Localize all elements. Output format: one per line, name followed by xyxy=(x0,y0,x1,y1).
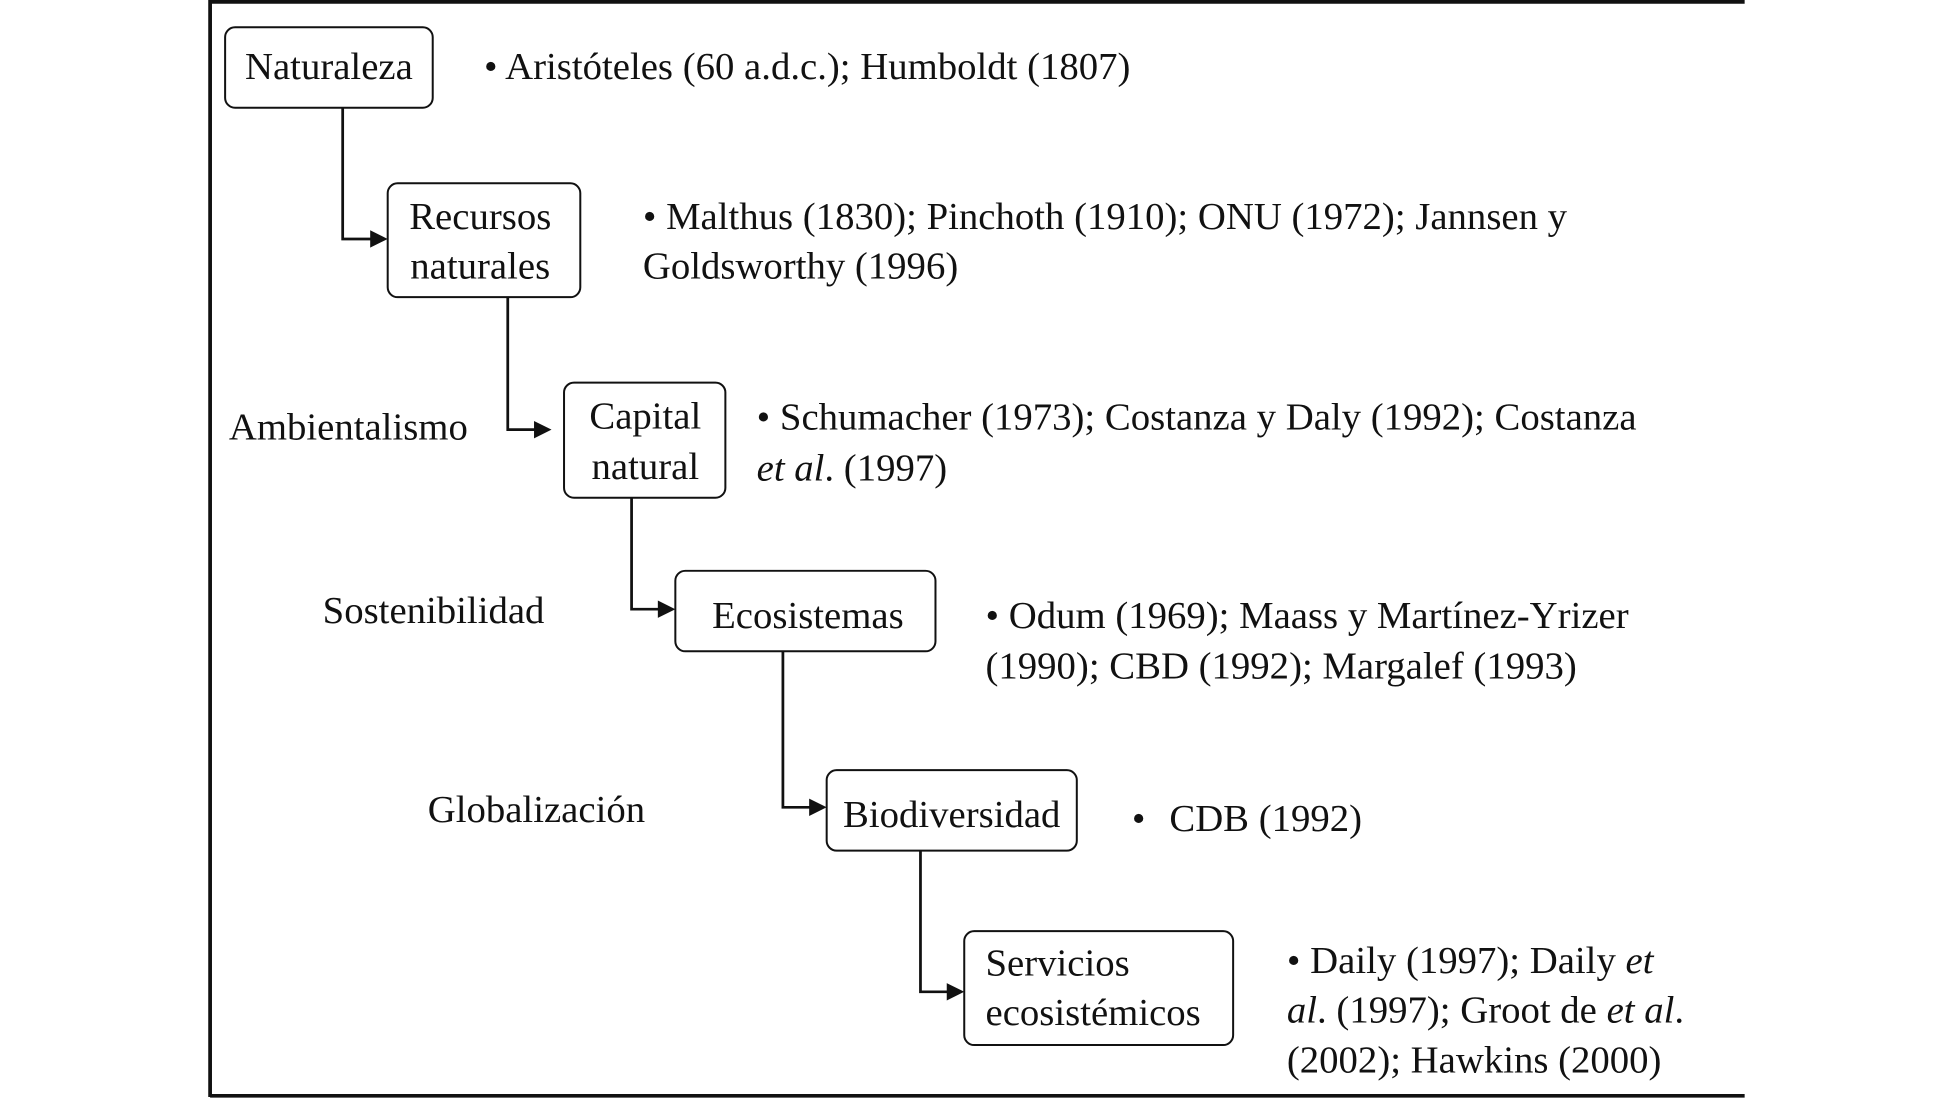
ref-line: • Malthus (1830); Pinchoth (1910); ONU (… xyxy=(643,196,1568,238)
ref-text: . (1997); Groot de xyxy=(1317,990,1607,1032)
ref-text: . (1997) xyxy=(824,448,947,490)
arrow-icon xyxy=(809,798,827,816)
ref-line: et al. (1997) xyxy=(757,448,948,490)
frame xyxy=(208,0,1745,1098)
box-label: Ecosistemas xyxy=(712,595,904,637)
refs-capital-natural: • Schumacher (1973); Costanza y Daly (19… xyxy=(757,397,1637,490)
refs-biodiversidad: • CDB (1992) xyxy=(1132,798,1362,840)
arrow-icon xyxy=(657,600,676,618)
ref-line: • Daily (1997); Daily et xyxy=(1287,940,1655,982)
box-label: Naturaleza xyxy=(245,46,413,88)
box-ecosistemas: Ecosistemas xyxy=(674,569,937,653)
arrow-icon xyxy=(946,983,965,1001)
box-label: ecosistémicos xyxy=(986,992,1201,1034)
side-label-globalizacion: Globalización xyxy=(428,789,645,831)
box-label: Capital xyxy=(589,396,701,438)
ref-text: • Daily (1997); Daily xyxy=(1287,940,1626,982)
ref-line: al. (1997); Groot de et al. xyxy=(1287,990,1684,1032)
box-biodiversidad: Biodiversidad xyxy=(825,769,1078,852)
box-label: natural xyxy=(592,446,700,488)
box-label: Biodiversidad xyxy=(843,794,1060,836)
refs-servicios-ecosistemicos: • Daily (1997); Daily et al. (1997); Gro… xyxy=(1287,940,1684,1081)
ref-line: CDB (1992) xyxy=(1169,798,1362,840)
ref-italic: et al xyxy=(757,448,825,490)
ref-line: • Aristóteles (60 a.d.c.); Humboldt (180… xyxy=(484,46,1130,88)
box-recursos-naturales: Recursos naturales xyxy=(386,182,582,299)
box-label: Recursos xyxy=(409,196,551,238)
arrow-icon xyxy=(370,230,388,248)
refs-ecosistemas: • Odum (1969); Maass y Martínez-Yrizer (… xyxy=(986,595,1629,688)
ref-line: • Odum (1969); Maass y Martínez-Yrizer xyxy=(986,595,1629,637)
side-label-sostenibilidad: Sostenibilidad xyxy=(323,590,545,632)
ref-line: (1990); CBD (1992); Margalef (1993) xyxy=(986,646,1577,688)
ref-line: Goldsworthy (1996) xyxy=(643,246,958,288)
ref-line: (2002); Hawkins (2000) xyxy=(1287,1039,1662,1081)
connectors xyxy=(341,107,965,1001)
box-naturaleza: Naturaleza xyxy=(224,26,434,109)
ref-italic: al xyxy=(1287,990,1317,1032)
ref-italic: et xyxy=(1626,940,1655,982)
box-label: Servicios xyxy=(986,943,1130,985)
ref-italic: et al xyxy=(1607,990,1675,1032)
arrow-icon xyxy=(534,420,552,439)
box-label: naturales xyxy=(410,246,550,288)
bullet: • xyxy=(1132,798,1146,840)
refs-naturaleza: • Aristóteles (60 a.d.c.); Humboldt (180… xyxy=(484,46,1130,88)
ref-line: • Schumacher (1973); Costanza y Daly (19… xyxy=(757,397,1637,439)
side-label-ambientalismo: Ambientalismo xyxy=(229,407,468,449)
box-servicios-ecosistemicos: Servicios ecosistémicos xyxy=(963,930,1235,1047)
box-capital-natural: Capital natural xyxy=(563,381,727,499)
ref-text: . xyxy=(1674,990,1684,1032)
refs-recursos-naturales: • Malthus (1830); Pinchoth (1910); ONU (… xyxy=(643,196,1568,287)
